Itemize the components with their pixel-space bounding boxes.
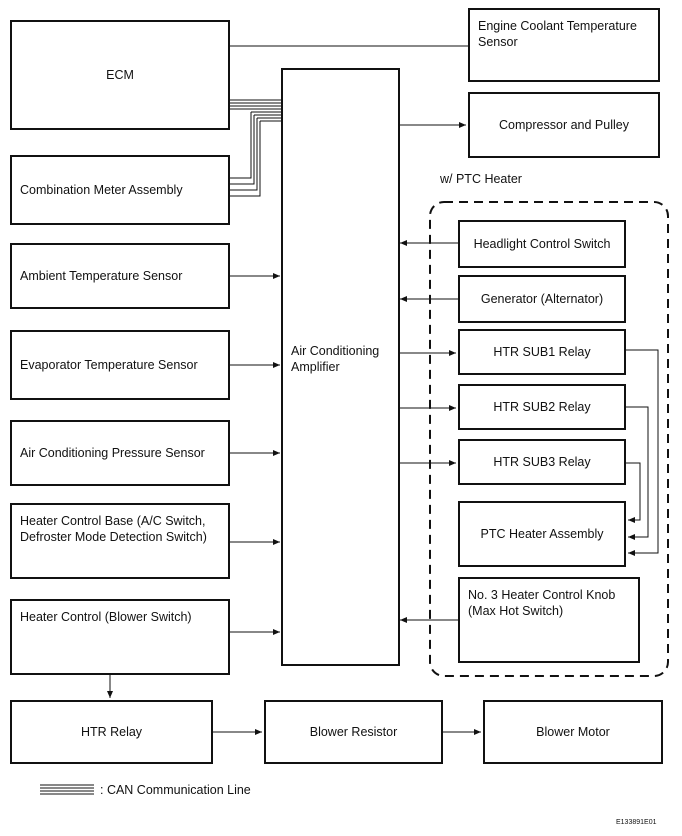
heater-knob-box: No. 3 Heater Control Knob (Max Hot Switc… [458,577,640,663]
wire-sub1-to-ptc [625,349,659,556]
ptc-heater-label: PTC Heater Assembly [480,527,604,541]
amplifier-label: Air Conditioning Amplifier [291,344,380,374]
htr-sub2-relay-label: HTR SUB2 Relay [493,400,591,414]
compressor-label: Compressor and Pulley [499,118,629,132]
engine-coolant-sensor-label: Engine Coolant Temperature Sensor [478,19,637,49]
ptc-heater-box: PTC Heater Assembly [458,501,626,567]
amplifier-box: Air Conditioning Amplifier [281,68,400,666]
evaporator-sensor-label: Evaporator Temperature Sensor [20,358,198,372]
ptc-group-label: w/ PTC Heater [440,172,522,186]
ecm-box: ECM [10,20,230,130]
ambient-sensor-box: Ambient Temperature Sensor [10,243,230,309]
combination-meter-label: Combination Meter Assembly [20,183,183,197]
blower-motor-label: Blower Motor [536,725,610,739]
generator-box: Generator (Alternator) [458,275,626,323]
ecm-label: ECM [106,68,134,82]
wire-sub2-to-ptc [625,406,649,540]
heater-knob-label: No. 3 Heater Control Knob (Max Hot Switc… [468,588,616,618]
evaporator-sensor-box: Evaporator Temperature Sensor [10,330,230,400]
ptc-group-frame [429,201,669,677]
htr-sub3-relay-label: HTR SUB3 Relay [493,455,591,469]
legend-label: : CAN Communication Line [100,783,251,797]
wire-sub3-to-ptc [625,462,641,523]
combination-meter-box: Combination Meter Assembly [10,155,230,225]
headlight-switch-label: Headlight Control Switch [473,237,611,251]
blower-motor-box: Blower Motor [483,700,663,764]
headlight-switch-box: Headlight Control Switch [458,220,626,268]
htr-sub1-relay-box: HTR SUB1 Relay [458,329,626,375]
heater-control-base-box: Heater Control Base (A/C Switch, Defrost… [10,503,230,579]
ac-pressure-sensor-box: Air Conditioning Pressure Sensor [10,420,230,486]
engine-coolant-sensor-box: Engine Coolant Temperature Sensor [468,8,660,82]
heater-control-blower-label: Heater Control (Blower Switch) [20,610,192,624]
heater-control-base-label: Heater Control Base (A/C Switch, Defrost… [20,514,207,544]
generator-label: Generator (Alternator) [480,292,604,306]
htr-relay-label: HTR Relay [80,725,143,739]
heater-control-blower-box: Heater Control (Blower Switch) [10,599,230,675]
blower-resistor-box: Blower Resistor [264,700,443,764]
figure-code: E133891E01 [616,819,657,826]
htr-sub3-relay-box: HTR SUB3 Relay [458,439,626,485]
ambient-sensor-label: Ambient Temperature Sensor [20,269,183,283]
compressor-box: Compressor and Pulley [468,92,660,158]
htr-relay-box: HTR Relay [10,700,213,764]
htr-sub2-relay-box: HTR SUB2 Relay [458,384,626,430]
legend-can-line-sample [40,784,94,795]
can-lines [228,99,282,197]
blower-resistor-label: Blower Resistor [309,725,398,739]
ac-pressure-sensor-label: Air Conditioning Pressure Sensor [20,446,205,460]
htr-sub1-relay-label: HTR SUB1 Relay [493,345,591,359]
